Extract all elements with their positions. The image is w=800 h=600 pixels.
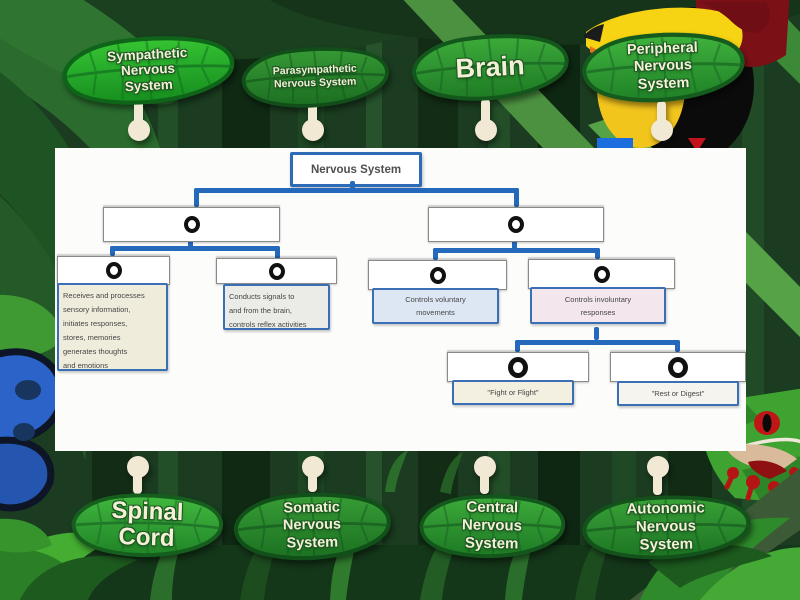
drop-box-fight[interactable] <box>447 352 589 382</box>
pin-stem <box>308 102 317 126</box>
label-sympathetic-nervous-system[interactable]: Sympathetic Nervous System <box>58 33 238 143</box>
diagram-panel: Nervous System <box>55 148 746 451</box>
leaf-shape: Sympathetic Nervous System <box>56 28 240 111</box>
drop-box-involuntary[interactable] <box>528 259 675 289</box>
connector <box>275 246 280 259</box>
pin-head <box>475 119 497 141</box>
pin-head <box>474 456 496 478</box>
leaf-shape: Somatic Nervous System <box>229 488 394 565</box>
label-central-nervous-system[interactable]: Central Nervous System <box>416 456 568 566</box>
drop-box-conducts[interactable] <box>216 258 337 284</box>
leaf-shape: Autonomic Nervous System <box>577 490 754 563</box>
label-text: Spinal Cord <box>111 496 184 552</box>
label-somatic-nervous-system[interactable]: Somatic Nervous System <box>230 456 394 568</box>
pin-stem <box>134 98 143 124</box>
connector <box>110 246 115 256</box>
label-text: Brain <box>454 49 526 84</box>
leaf-shape: Spinal Cord <box>67 487 227 562</box>
connector <box>433 248 438 260</box>
connector <box>188 240 193 248</box>
connector <box>350 181 355 191</box>
connector <box>514 188 519 207</box>
leaf-shape: Parasympathetic Nervous System <box>237 41 393 112</box>
caption-conducts: Conducts signals to and from the brain, … <box>223 284 330 330</box>
caption-fight: "Fight or Flight" <box>452 380 574 405</box>
label-brain[interactable]: Brain <box>408 31 572 143</box>
connector <box>197 188 519 193</box>
drop-box-right-main[interactable] <box>428 207 604 242</box>
leaf-shape: Central Nervous System <box>415 490 568 563</box>
connector <box>515 340 680 345</box>
drop-box-receives[interactable] <box>57 256 170 285</box>
caption-receives: Receives and processes sensory informati… <box>57 283 168 371</box>
pin-stem <box>308 472 317 492</box>
drop-ring-rest[interactable] <box>668 356 688 378</box>
pin-stem <box>480 472 489 494</box>
pin-stem <box>481 99 490 125</box>
label-text: Parasympathetic Nervous System <box>272 62 357 91</box>
caption-fight-text: "Fight or Flight" <box>487 388 539 397</box>
caption-rest: "Rest or Digest" <box>617 381 739 406</box>
label-text: Sympathetic Nervous System <box>106 44 188 94</box>
label-text: Central Nervous System <box>461 498 523 553</box>
connector <box>194 188 199 207</box>
connector <box>433 248 600 253</box>
label-autonomic-nervous-system[interactable]: Autonomic Nervous System <box>578 456 754 566</box>
pin-head <box>647 456 669 478</box>
label-text: Autonomic Nervous System <box>626 499 705 554</box>
pin-head <box>651 119 673 141</box>
drop-ring-voluntary[interactable] <box>429 266 446 284</box>
label-parasympathetic-nervous-system[interactable]: Parasympathetic Nervous System <box>238 44 392 144</box>
connector <box>110 246 280 251</box>
leaf-shape: Brain <box>406 27 574 107</box>
pin-head <box>302 456 324 478</box>
label-text: Somatic Nervous System <box>282 499 342 552</box>
diagram-root-label: Nervous System <box>310 163 402 176</box>
label-text: Peripheral Nervous System <box>626 39 699 93</box>
pin-stem <box>133 472 142 494</box>
drop-ring-left-main[interactable] <box>183 216 200 233</box>
drop-ring-right-main[interactable] <box>508 216 524 233</box>
pin-head <box>128 119 150 141</box>
label-spinal-cord[interactable]: Spinal Cord <box>68 456 226 564</box>
connector <box>595 248 600 259</box>
drop-ring-conducts[interactable] <box>268 262 285 280</box>
connector <box>515 340 520 352</box>
pin-head <box>127 456 149 478</box>
caption-involuntary-text: Controls involuntary responses <box>564 294 632 317</box>
pin-stem <box>653 472 662 495</box>
drop-box-rest[interactable] <box>610 352 746 382</box>
drop-ring-receives[interactable] <box>105 262 122 279</box>
drop-box-left-main[interactable] <box>103 207 280 242</box>
connector <box>675 340 680 352</box>
connector <box>594 327 599 340</box>
connector <box>512 240 517 250</box>
drop-box-voluntary[interactable] <box>368 260 507 290</box>
pin-stem <box>657 101 666 125</box>
caption-involuntary: Controls involuntary responses <box>530 287 666 324</box>
drop-ring-involuntary[interactable] <box>593 265 610 283</box>
caption-voluntary: Controls voluntary movements <box>372 288 499 324</box>
leaf-shape: Peripheral Nervous System <box>577 26 750 108</box>
caption-rest-text: "Rest or Digest" <box>651 389 705 398</box>
butterfly-illustration <box>0 348 67 512</box>
diagram-root-node: Nervous System <box>290 152 422 187</box>
pin-head <box>302 119 324 141</box>
label-peripheral-nervous-system[interactable]: Peripheral Nervous System <box>578 29 748 143</box>
caption-voluntary-text: Controls voluntary movements <box>405 295 466 317</box>
drop-ring-fight[interactable] <box>508 356 528 378</box>
